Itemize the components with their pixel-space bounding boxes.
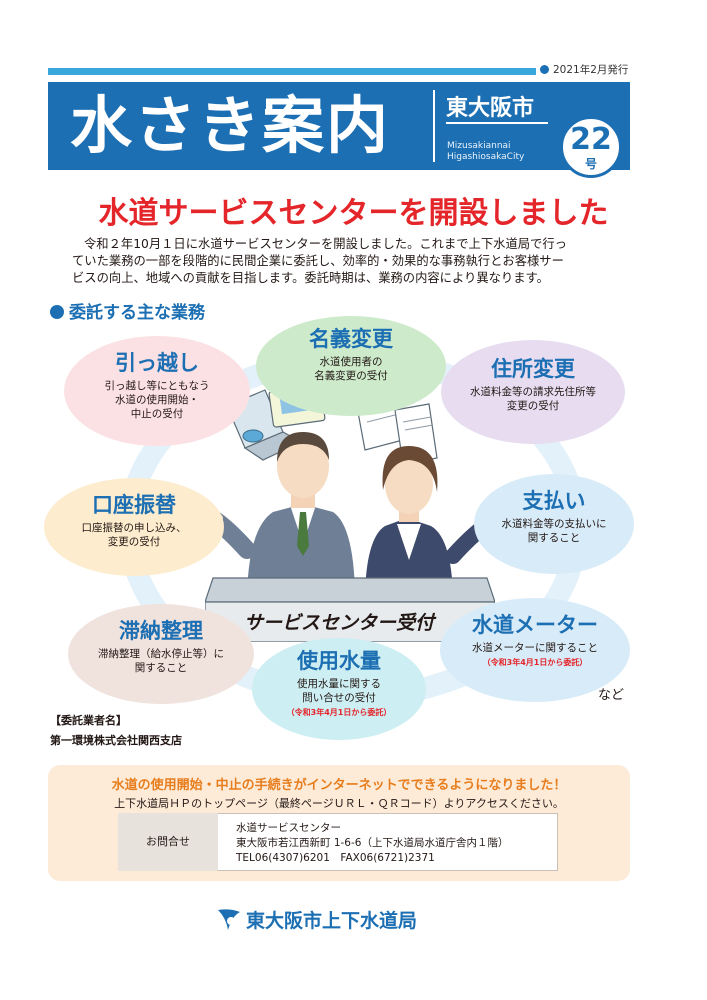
issue-unit: 号: [584, 157, 597, 171]
notice-headline: 水道の使用開始・中止の手続きがインターネットでできるようになりました！: [111, 778, 567, 793]
bullet-dot-icon: [540, 65, 549, 74]
service-moving: 引っ越し 引っ越し等にともなう水道の使用開始・中止の受付: [64, 336, 250, 446]
service-address-change: 住所変更 水道料金等の請求先住所等変更の受付: [441, 340, 625, 444]
footer-organization: 東大阪市上下水道局: [246, 910, 418, 932]
headline: 水道サービスセンターを開設しました: [98, 196, 609, 231]
roman-title: Mizusakiannai HigashiosakaCity: [447, 141, 525, 162]
contact-details: 水道サービスセンター 東大阪市若江西新町 1-6-6（上下水道局水道庁舎内１階）…: [236, 822, 509, 864]
service-water-usage: 使用水量 使用水量に関する問い合せの受付 （令和3年4月1日から委託）: [252, 638, 426, 740]
masthead-banner: [48, 82, 630, 170]
service-name-change: 名義変更 水道使用者の名義変更の受付: [256, 316, 446, 416]
etc-label: など: [598, 688, 625, 703]
contractor-name: 第一環境株式会社関西支店: [50, 734, 182, 747]
intro-paragraph: 令和２年10月１日に水道サービスセンターを開設しました。これまで上下水道局で行っ…: [72, 237, 567, 285]
top-rule: [48, 68, 536, 75]
masthead-divider: [433, 90, 435, 162]
water-bureau-logo-icon: [218, 909, 240, 930]
issue-badge: 22 号: [560, 116, 622, 178]
service-payment: 支払い 水道料金等の支払いに関すること: [474, 474, 634, 574]
issue-number: 22: [570, 122, 612, 157]
city-underline: [446, 122, 548, 124]
service-arrears: 滞納整理 滞納整理（給水停止等）に関すること: [68, 604, 254, 704]
contact-label: お問合せ: [118, 813, 218, 871]
bullet-dot-icon: [50, 305, 64, 319]
section-title: 委託する主な業務: [50, 298, 205, 323]
issue-date: 2021年2月発行: [540, 62, 628, 77]
contractor-label: 【委託業者名】: [50, 714, 127, 727]
counter-sign: サービスセンター受付: [243, 612, 434, 634]
service-account-transfer: 口座振替 口座振替の申し込み、変更の受付: [44, 478, 224, 576]
phone-icon: [242, 429, 264, 443]
notice-subtext: 上下水道局ＨＰのトップページ（最終ページＵＲＬ・ＱＲコード）よりアクセスください…: [114, 797, 564, 810]
newsletter-title: 水さき案内: [70, 89, 391, 162]
service-water-meter: 水道メーター 水道メーターに関すること （令和3年4月1日から委託）: [440, 598, 630, 702]
city-name: 東大阪市: [446, 96, 535, 121]
